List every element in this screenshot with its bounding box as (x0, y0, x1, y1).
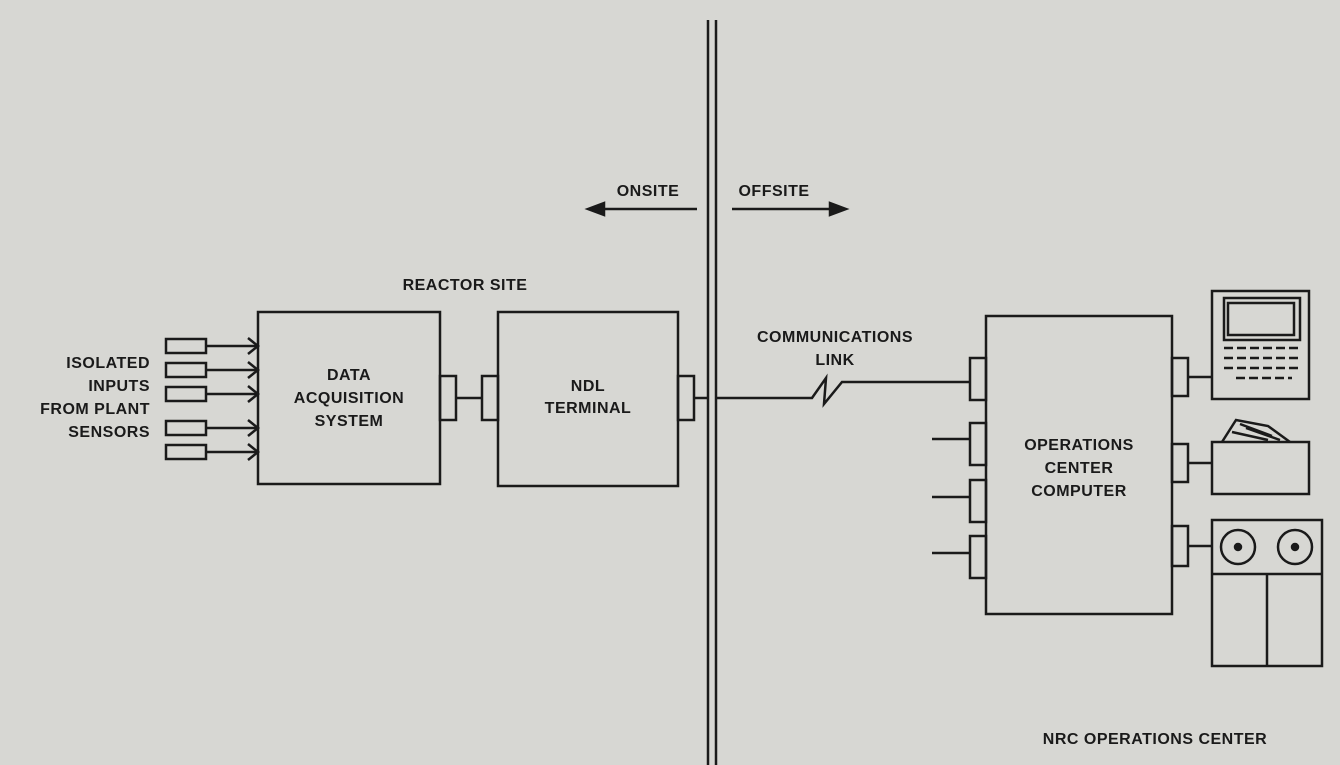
daq-port (438, 374, 458, 422)
communications-link-line: LINK (815, 352, 855, 369)
ndl-terminal-line: TERMINAL (544, 400, 632, 417)
computer-input-ports (932, 356, 988, 580)
printer-icon (1210, 418, 1311, 496)
onsite-arrow (584, 201, 697, 217)
terminal-display-icon (1210, 289, 1311, 401)
operations-computer-line: CENTER (1044, 460, 1114, 477)
site-boundary-line (706, 20, 718, 765)
sensor-inputs (164, 337, 261, 461)
ndl-port-right (676, 374, 696, 422)
tape-drive-icon (1210, 518, 1324, 668)
onsite-label: ONSITE (616, 183, 680, 200)
isolated-inputs-line: INPUTS (88, 378, 150, 395)
communications-link-line (716, 373, 970, 408)
offsite-arrow (732, 201, 850, 217)
data-acquisition-line: ACQUISITION (293, 390, 405, 407)
computer-output-ports (1170, 356, 1212, 568)
isolated-inputs-line: ISOLATED (66, 355, 150, 372)
nrc-operations-center-label: NRC OPERATIONS CENTER (1042, 731, 1268, 748)
isolated-inputs-line: FROM PLANT (40, 401, 150, 418)
isolated-inputs-line: SENSORS (68, 424, 150, 441)
data-acquisition-line: DATA (326, 367, 372, 384)
data-acquisition-line: SYSTEM (314, 413, 384, 430)
offsite-label: OFFSITE (738, 183, 810, 200)
operations-computer-line: COMPUTER (1031, 483, 1127, 500)
ndl-port-left (480, 374, 500, 422)
operations-computer-line: OPERATIONS (1024, 437, 1134, 454)
communications-link-line: COMMUNICATIONS (756, 329, 914, 346)
reactor-site-label: REACTOR SITE (402, 277, 528, 294)
ndl-terminal-line: NDL (570, 378, 606, 395)
